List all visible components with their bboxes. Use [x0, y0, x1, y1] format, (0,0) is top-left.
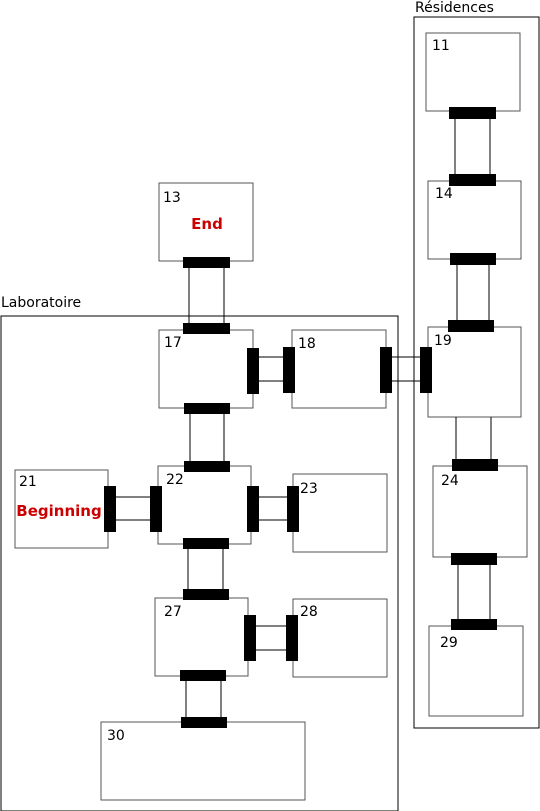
door-bar — [451, 553, 497, 565]
room-box — [158, 182, 254, 262]
door-bar — [180, 670, 226, 681]
door-bar — [420, 347, 432, 393]
door-14-19[interactable] — [448, 253, 496, 332]
room-27[interactable]: 27 — [154, 597, 249, 677]
door-bar — [183, 589, 229, 600]
zone-residences-frame — [413, 16, 540, 729]
door-bar — [450, 253, 496, 265]
room-number: 30 — [107, 728, 125, 744]
zone-laboratoire-frame — [0, 315, 399, 811]
door-bar — [183, 257, 230, 268]
door-bar — [181, 717, 227, 728]
door-bar — [247, 348, 259, 394]
door-bar — [183, 538, 229, 549]
door-bar — [104, 486, 116, 532]
room-number: 23 — [300, 481, 318, 497]
door-bar — [184, 461, 230, 472]
room-box — [428, 625, 524, 717]
room-number: 29 — [440, 635, 458, 651]
room-box — [427, 180, 522, 260]
door-bar — [183, 323, 230, 334]
room-number: 19 — [434, 333, 452, 349]
room-22[interactable]: 22 — [157, 465, 252, 545]
zone-residences: Résidences — [413, 0, 540, 729]
room-box — [100, 721, 306, 801]
room-box — [154, 597, 249, 677]
door-bar — [247, 486, 259, 532]
room-24[interactable]: 24 — [432, 465, 528, 558]
door-bar — [452, 459, 498, 471]
door-bar — [449, 107, 496, 119]
room-box — [14, 469, 109, 549]
room-box — [292, 473, 388, 553]
room-number: 22 — [166, 472, 184, 488]
room-30[interactable]: 30 — [100, 721, 306, 801]
room-17[interactable]: 17 — [158, 329, 254, 409]
door-27-28[interactable] — [244, 615, 298, 661]
room-14[interactable]: 14 — [427, 180, 522, 260]
door-22-27[interactable] — [183, 538, 229, 600]
room-number: 11 — [432, 38, 450, 54]
room-box — [157, 465, 252, 545]
room-box — [292, 598, 388, 678]
room-23[interactable]: 23 — [292, 473, 388, 553]
door-13-17[interactable] — [183, 257, 230, 334]
door-bar — [380, 347, 392, 393]
room-number: 21 — [19, 474, 37, 490]
room-box — [291, 329, 387, 409]
door-11-14[interactable] — [449, 107, 496, 186]
door-18-19[interactable] — [380, 347, 432, 393]
room-18[interactable]: 18 — [291, 329, 387, 409]
door-bar — [451, 619, 497, 630]
door-19-24[interactable] — [452, 417, 498, 471]
zone-laboratoire: Laboratoire — [0, 295, 399, 811]
door-27-30[interactable] — [180, 670, 227, 728]
zone-laboratoire-label: Laboratoire — [1, 295, 81, 311]
room-28[interactable]: 28 — [292, 598, 388, 678]
room-21[interactable]: 21 Beginning — [14, 469, 109, 549]
room-19[interactable]: 19 — [427, 326, 522, 418]
door-bar — [283, 347, 295, 393]
door-bar — [448, 320, 494, 332]
room-number: 27 — [164, 604, 182, 620]
door-17-18[interactable] — [247, 347, 295, 394]
room-box — [432, 465, 528, 558]
door-bar — [244, 615, 256, 661]
zone-residences-label: Résidences — [415, 0, 494, 16]
door-17-22[interactable] — [184, 403, 230, 472]
room-box — [425, 32, 521, 112]
door-21-22[interactable] — [104, 486, 162, 532]
room-11[interactable]: 11 — [425, 32, 521, 112]
room-number: 13 — [163, 190, 181, 206]
room-tag-beginning: Beginning — [16, 502, 101, 520]
room-number: 18 — [298, 336, 316, 352]
room-number: 24 — [441, 473, 459, 489]
room-number: 28 — [300, 604, 318, 620]
door-bar — [287, 486, 299, 532]
room-29[interactable]: 29 — [428, 625, 524, 717]
door-bar — [150, 486, 162, 532]
room-number: 17 — [164, 335, 182, 351]
room-tag-end: End — [191, 215, 223, 233]
door-24-29[interactable] — [451, 553, 497, 630]
room-number: 14 — [435, 186, 453, 202]
door-bar — [449, 174, 496, 186]
door-bar — [286, 615, 298, 661]
door-22-23[interactable] — [247, 486, 299, 532]
door-bar — [184, 403, 230, 414]
room-13[interactable]: 13 End — [158, 182, 254, 262]
